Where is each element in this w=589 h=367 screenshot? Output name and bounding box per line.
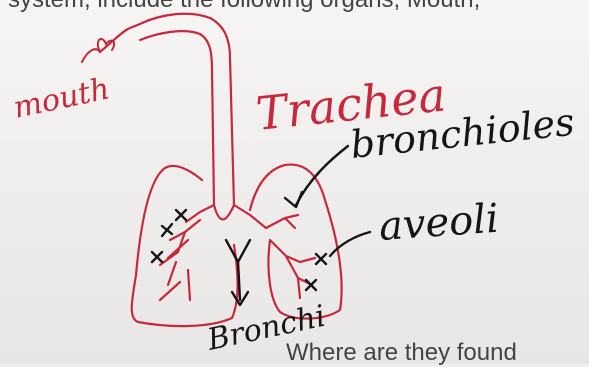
trachea-outline [100,14,266,228]
bronchioles-arrow-head [285,192,302,207]
right-lung [250,165,342,319]
worksheet-bottom-text: Where are they found [286,339,517,367]
alveoli-x-1 [176,210,186,220]
label-alveoli: aveoli [377,196,500,250]
alveoli-x-2 [162,224,172,236]
alveoli-x-5 [306,280,316,290]
mouth-scribble [82,39,114,62]
left-lung [132,166,238,326]
alveoli-x-4 [316,254,326,264]
bronchioles-pointer-line [296,146,348,205]
label-mouth: mouth [10,71,112,125]
alveoli-x-3 [152,252,162,262]
